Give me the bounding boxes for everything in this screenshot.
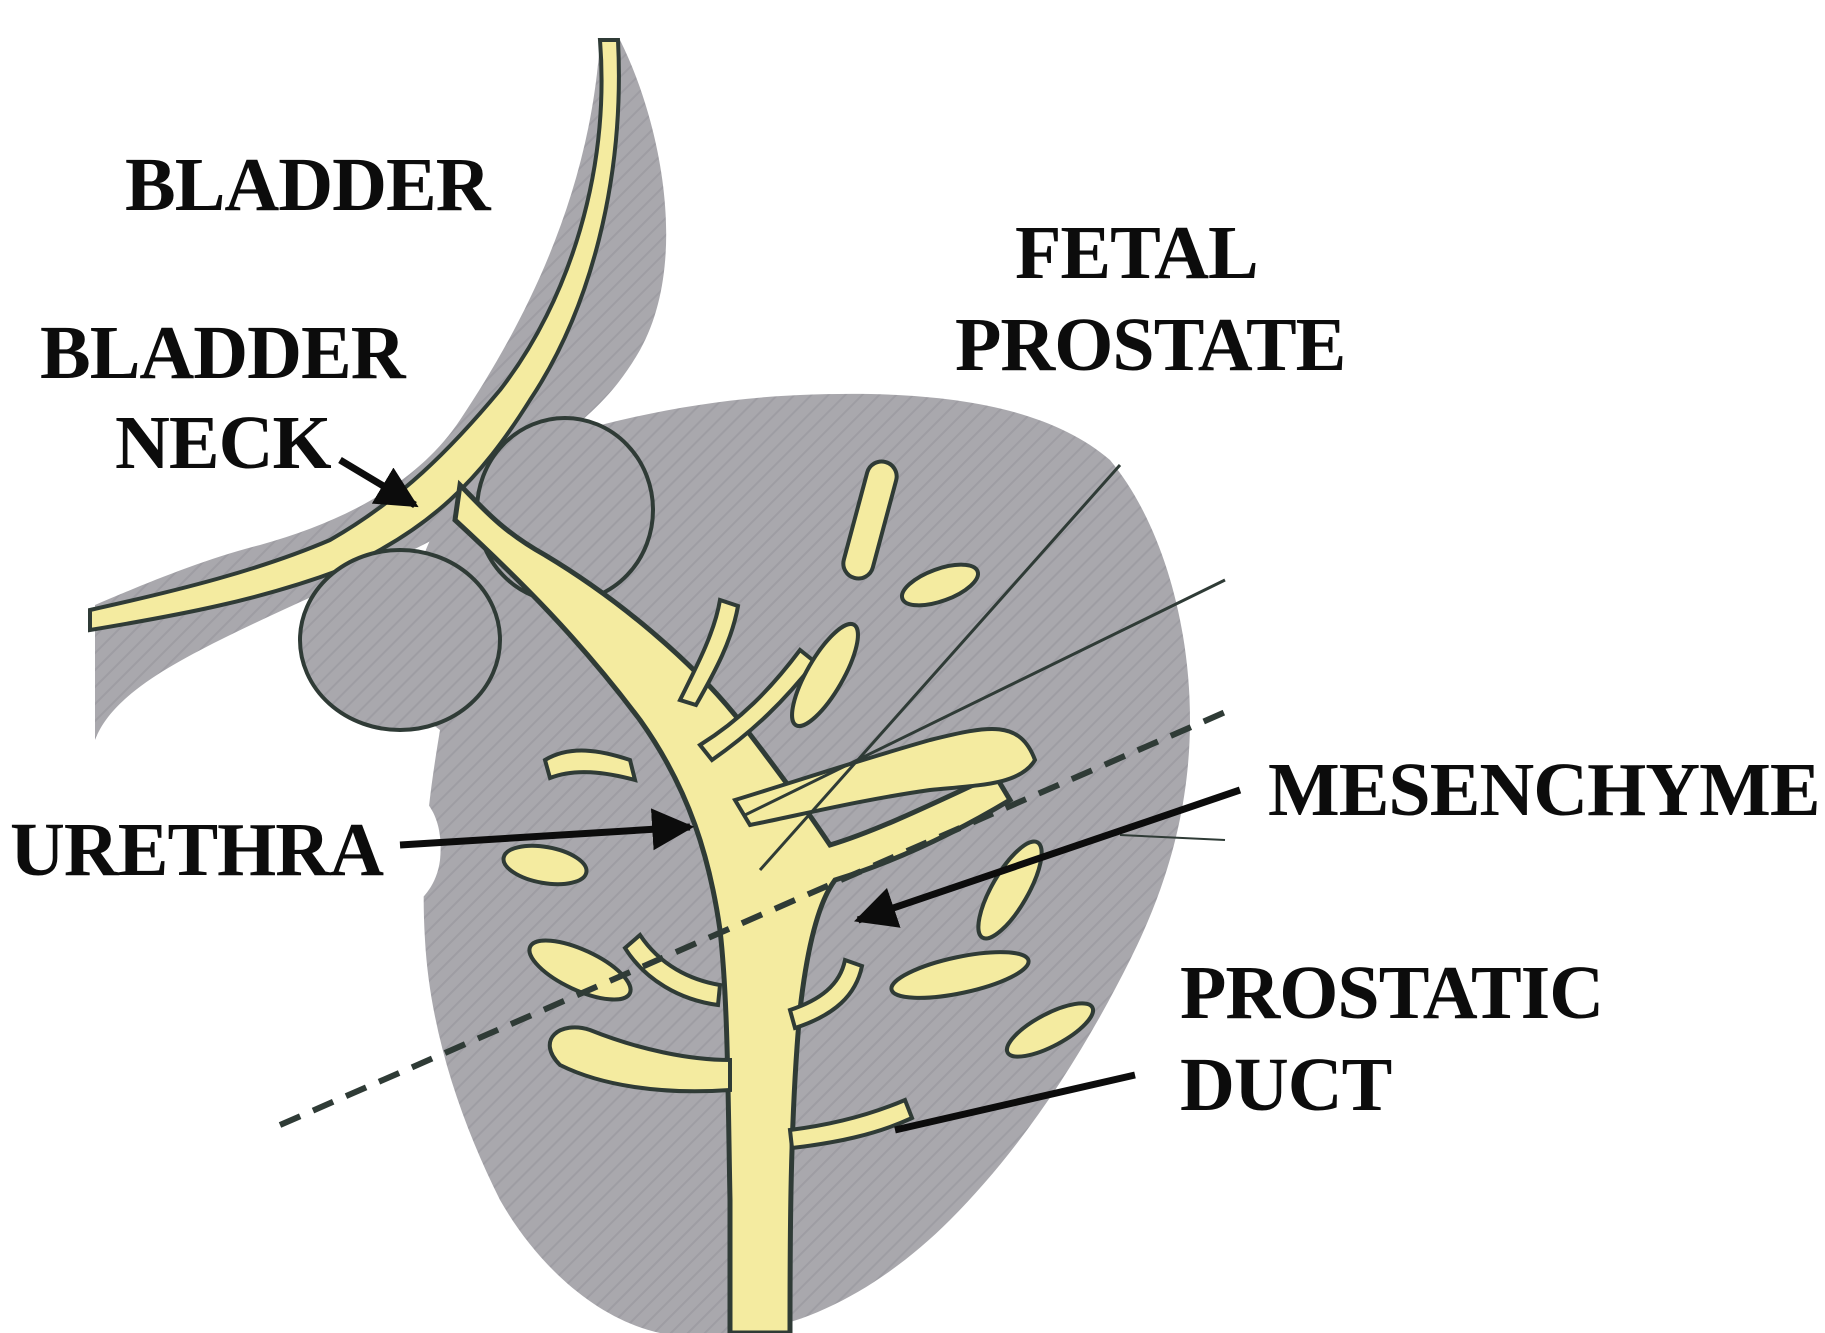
bladder-neck-label-line1: BLADDER [40,311,407,395]
bladder-neck-label-line2: NECK [115,401,331,485]
mesenchyme-label: MESENCHYME [1268,748,1820,832]
bladder-label: BLADDER [125,143,492,227]
prostatic-duct-label: PROSTATIC DUCT [1180,951,1621,1127]
prostatic-duct-label-line1: PROSTATIC [1180,951,1603,1035]
fetal-prostate-label-line2: PROSTATE [955,303,1345,387]
bladder-neck-gland [300,550,500,730]
fetal-prostate-label: FETAL PROSTATE [955,211,1345,387]
bladder-neck-label: BLADDER NECK [40,311,423,485]
urethra-label: URETHRA [10,808,384,892]
prostatic-duct-label-line2: DUCT [1180,1043,1392,1127]
fetal-prostate-label-line1: FETAL [1015,211,1256,295]
